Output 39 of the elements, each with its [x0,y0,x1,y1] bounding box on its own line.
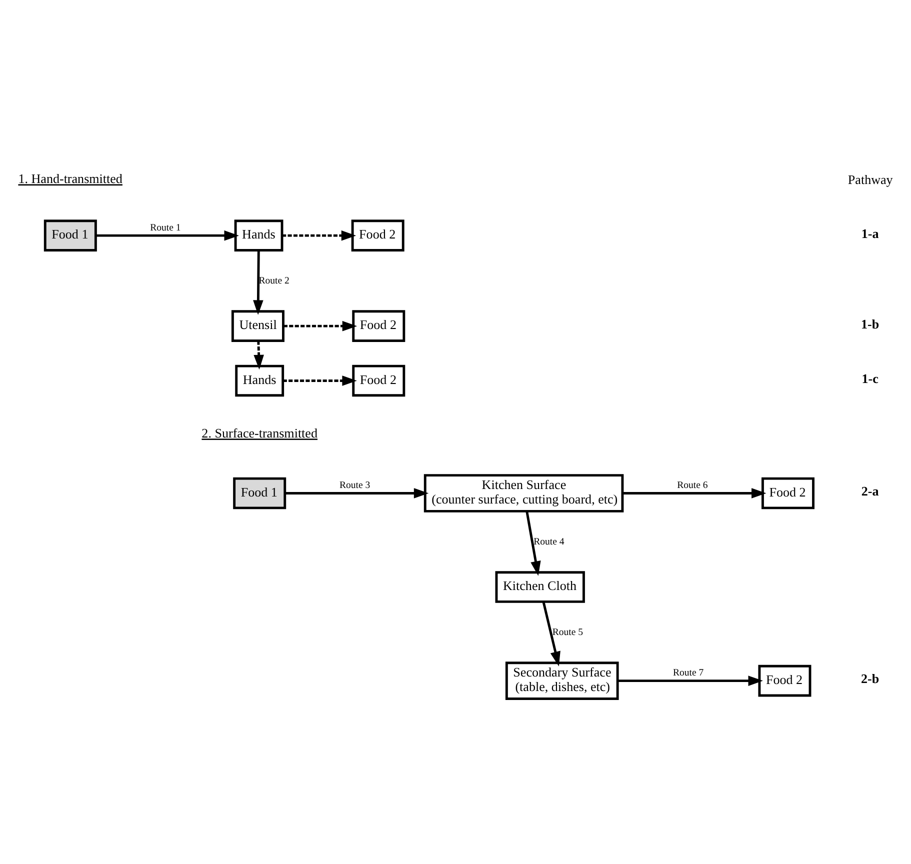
edge-label: Route 5 [552,626,583,638]
node-box: Hands [234,219,284,251]
node-box: Food 2 [351,219,404,251]
arrow [253,250,264,314]
label: 1-b [860,316,880,331]
node-box: Food 2 [762,476,814,509]
arrow [618,675,763,686]
edge-label: Route 1 [150,222,181,233]
label: 2-a [861,483,879,498]
edge-label: Route 2 [258,274,290,286]
node-box: Hands [235,364,284,396]
node-box: Kitchen Cloth [495,570,585,602]
label: 2. Surface-transmitted [202,425,318,440]
arrow [622,488,766,498]
node-box: Food 2 [352,310,406,342]
node-box: Food 1 [44,219,97,251]
arrow [282,230,356,240]
arrow [526,510,541,576]
label: 1-a [861,225,879,240]
edge-label: Route 6 [677,480,708,491]
arrow [284,488,429,498]
label: 2-b [860,670,880,686]
arrow [96,230,239,240]
node-box: Food 2 [758,664,812,696]
label: 1-c [862,370,878,386]
node-box: Utensil [231,310,284,342]
label: Pathway [848,172,893,187]
node-box: Kitchen Surface (counter surface, cutting board, etc) [424,474,624,512]
node-box: Food 1 [233,476,286,509]
arrow [542,601,560,666]
node-box: Food 2 [352,364,406,396]
edge-label: Route 3 [340,480,370,491]
label: 1. Hand-transmitted [18,170,122,186]
arrow [254,340,264,370]
arrow [282,375,357,386]
arrow [283,320,358,331]
node-box: Secondary Surface (table, dishes, etc) [505,661,619,700]
edge-label: Route 4 [534,536,564,547]
edge-label: Route 7 [673,667,704,678]
